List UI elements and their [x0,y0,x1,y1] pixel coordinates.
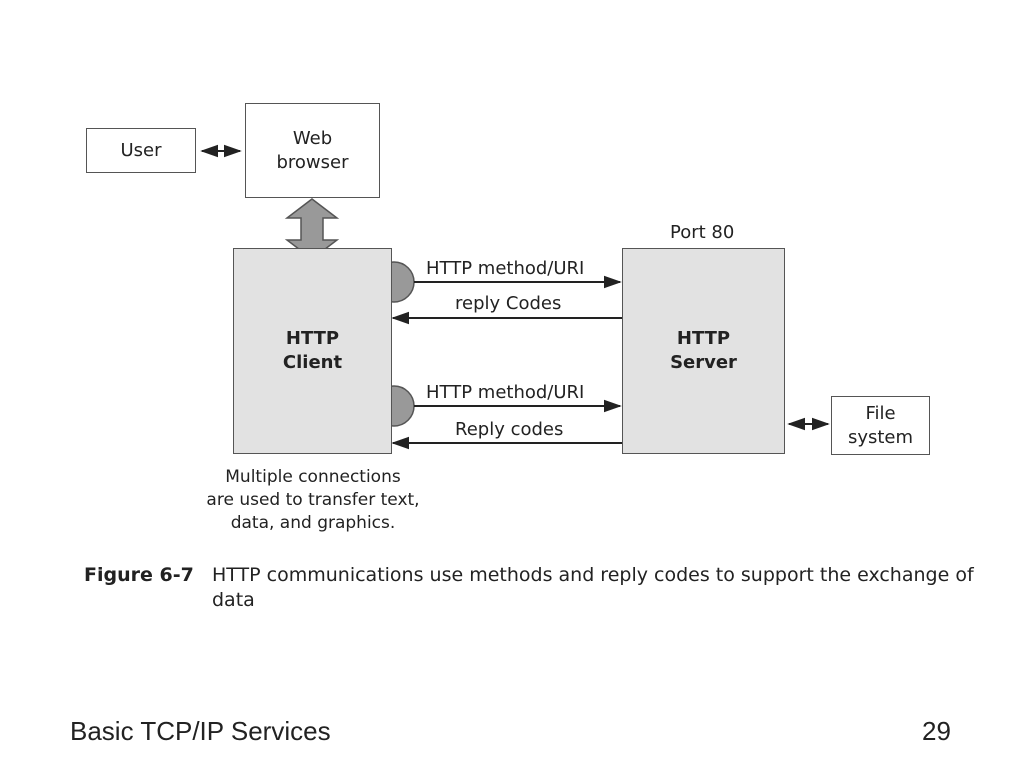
page-number: 29 [922,716,951,746]
user-label: User [120,139,162,161]
footer-title: Basic TCP/IP Services [70,716,331,746]
http-client-box: HTTP Client [233,248,392,454]
http-server-label-line2: Server [670,352,737,373]
file-system-label-line2: system [847,426,914,448]
port-label: Port 80 [670,222,735,243]
http-client-label-line2: Client [282,352,343,373]
http-server-box: HTTP Server [622,248,785,454]
reply-label-1: reply Codes [455,293,562,314]
web-browser-box: Web browser [245,103,380,198]
web-browser-label-line1: Web [292,127,333,149]
http-server-label-line1: HTTP [676,328,731,349]
multiple-connections-note: Multiple connections are used to transfe… [200,466,426,535]
file-system-label-line1: File [865,402,896,424]
note-line-1: Multiple connections [225,467,401,487]
file-system-box: File system [831,396,930,455]
note-line-2: are used to transfer text, [206,490,420,510]
note-line-3: data, and graphics. [230,513,396,533]
reply-label-2: Reply codes [455,419,564,440]
method-label-2: HTTP method/URI [426,382,585,403]
method-label-1: HTTP method/URI [426,258,585,279]
figure-caption-text: HTTP communications use methods and repl… [212,564,974,611]
user-box: User [86,128,196,173]
web-browser-label-line2: browser [276,151,349,173]
http-client-label-line1: HTTP [285,328,340,349]
figure-number: Figure 6-7 [84,564,194,586]
